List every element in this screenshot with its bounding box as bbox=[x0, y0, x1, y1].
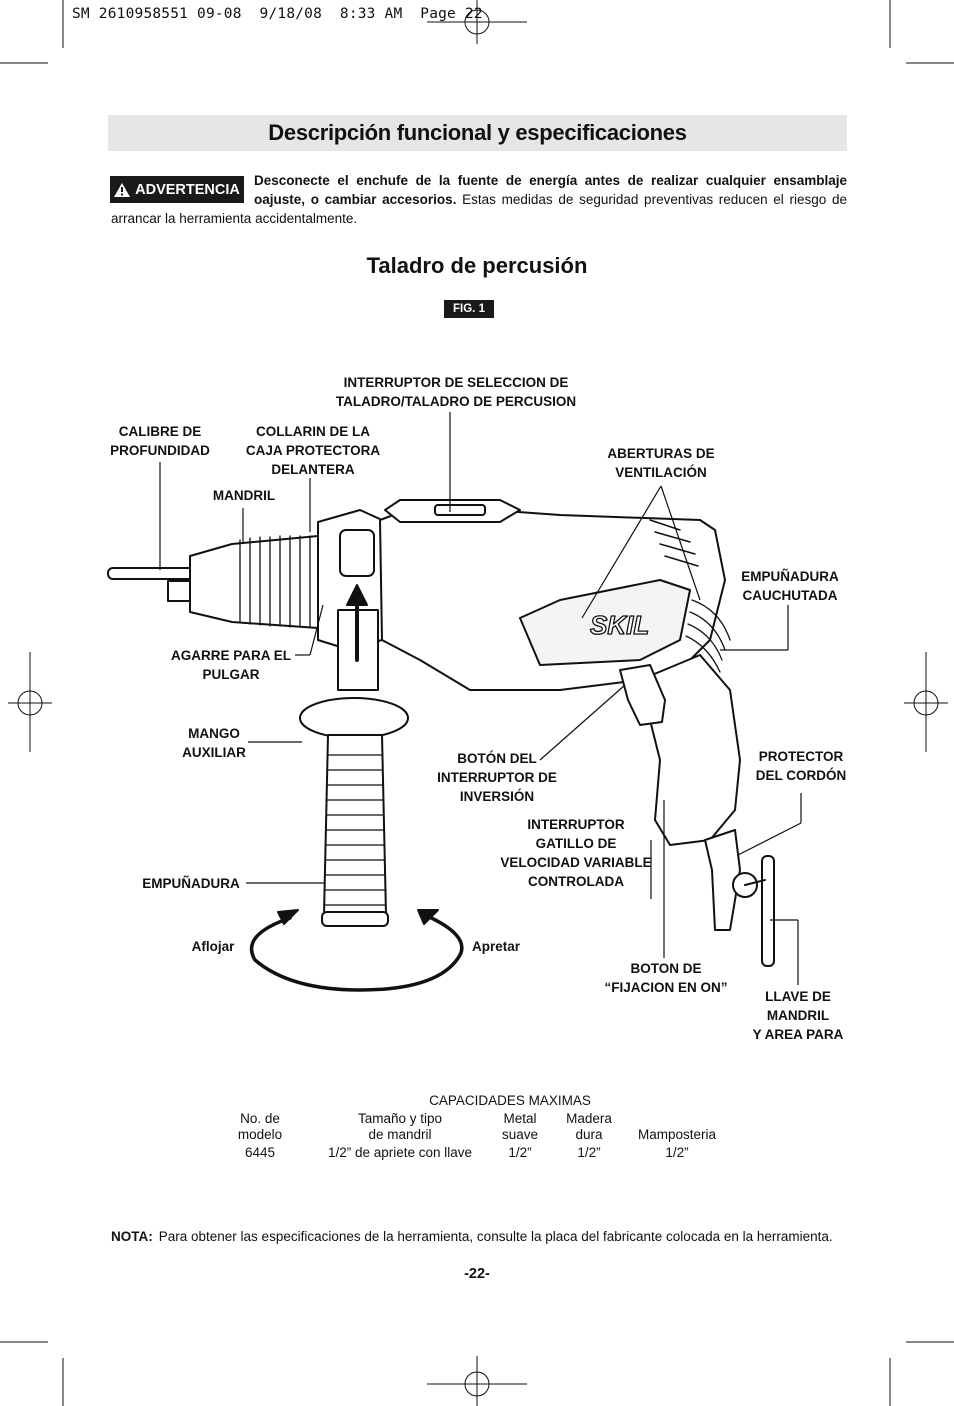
table-cell-wood: 1/2” bbox=[577, 1145, 601, 1160]
table-cell-metal: 1/2” bbox=[508, 1145, 532, 1160]
note-text: Para obtener las especificaciones de la … bbox=[158, 1229, 833, 1244]
tool-title: Taladro de percusión bbox=[366, 253, 588, 278]
warning-badge: ADVERTENCIA bbox=[110, 176, 244, 203]
table-header-masonry: Mamposteria bbox=[637, 1127, 717, 1142]
page-number: -22- bbox=[464, 1266, 490, 1282]
label-tighten: Apretar bbox=[471, 939, 520, 954]
figure-label: FIG. 1 bbox=[444, 300, 494, 318]
warning-label: ADVERTENCIA bbox=[135, 181, 240, 198]
warning-triangle-icon bbox=[114, 182, 131, 197]
section-title: Descripción funcional y especificaciones bbox=[268, 120, 687, 145]
table-cell-masonry: 1/2” bbox=[665, 1145, 689, 1160]
trigger bbox=[619, 664, 666, 726]
label-chuck: MANDRIL bbox=[212, 488, 276, 503]
warning-body-text: Estas medidas de seguridad preventivas r… bbox=[111, 192, 847, 226]
section-title-bar: Descripción funcional y especificaciones bbox=[108, 115, 847, 151]
note-label: NOTA: bbox=[111, 1229, 153, 1244]
warning-text: Desconecte el enchufe de la fuente de en… bbox=[111, 171, 847, 228]
table-cell-chuck: 1/2” de apriete con llave bbox=[327, 1145, 473, 1160]
chuck bbox=[189, 535, 319, 629]
aux-handle-grip bbox=[323, 734, 387, 916]
brand-logo: SKIL bbox=[590, 610, 649, 640]
label-loosen: Aflojar bbox=[191, 939, 235, 954]
capacities-title: CAPACIDADES MAXIMAS bbox=[429, 1093, 591, 1108]
collar-clamp bbox=[339, 529, 375, 577]
note: NOTA: Para obtener las especificaciones d… bbox=[111, 1229, 833, 1244]
label-handle-grip: EMPUÑADURA bbox=[142, 876, 240, 891]
table-cell-model: 6445 bbox=[244, 1145, 276, 1160]
warning-bold-text: Desconecte el enchufe de la fuente de en… bbox=[254, 173, 847, 207]
label-lock-button: BOTON DE“FIJACION EN ON” bbox=[604, 961, 728, 995]
